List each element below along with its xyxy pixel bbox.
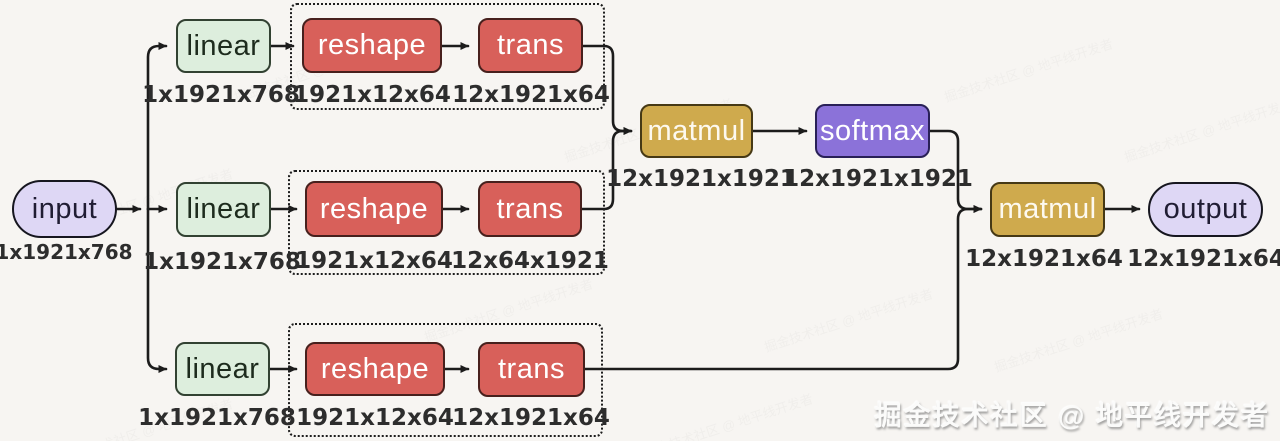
trans-k-box: trans (478, 181, 582, 237)
trans-k-dims: 12x64x1921 (451, 248, 609, 274)
matmul-av-dims: 12x1921x64 (965, 246, 1123, 272)
linear-v-box: linear (175, 342, 270, 396)
q-reshape-group (290, 3, 605, 110)
linear-k-box: linear (176, 182, 271, 237)
trans-q-box: trans (478, 18, 583, 73)
watermark: 掘金技术社区 @ 地平线开发者 (874, 401, 1270, 431)
input-dims: 1x1921x768 (0, 240, 133, 264)
edge-trans-k-to-matmul-qk (580, 127, 633, 211)
trans-v-dims: 12x1921x64 (452, 405, 610, 431)
reshape-k-dims: 1921x12x64 (295, 248, 453, 274)
reshape-v-dims: 1921x12x64 (296, 405, 454, 431)
reshape-q-dims: 1921x12x64 (293, 82, 451, 108)
linear-q-box: linear (176, 19, 271, 73)
reshape-q-box: reshape (302, 18, 442, 73)
input-node: input (12, 180, 117, 238)
linear-k-dims: 1x1921x768 (143, 249, 301, 275)
matmul-qk-dims: 12x1921x1921 (606, 166, 796, 192)
edge-branch-to-linear-q (146, 42, 168, 211)
matmul-av-box: matmul (990, 182, 1105, 237)
softmax-dims: 12x1921x1921 (783, 166, 973, 192)
k-reshape-group (288, 170, 605, 275)
linear-v-dims: 1x1921x768 (138, 405, 296, 431)
edge-branch-to-linear-v (146, 207, 168, 373)
linear-q-dims: 1x1921x768 (142, 82, 300, 108)
reshape-k-box: reshape (305, 181, 443, 237)
output-node: output (1148, 182, 1263, 237)
trans-v-box: trans (478, 342, 585, 397)
edge-trans-v-to-matmul-av (583, 205, 983, 371)
matmul-qk-box: matmul (640, 104, 753, 158)
output-dims: 12x1921x64 (1127, 246, 1280, 272)
trans-q-dims: 12x1921x64 (452, 82, 610, 108)
v-reshape-group (288, 323, 603, 437)
softmax-box: softmax (815, 104, 930, 158)
reshape-v-box: reshape (305, 342, 445, 396)
